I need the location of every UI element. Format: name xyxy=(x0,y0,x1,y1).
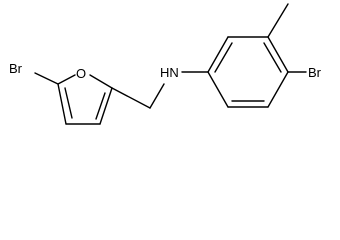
atom-nh: HN xyxy=(160,65,179,80)
bond-c1-c2-inner xyxy=(214,42,233,73)
bond-c3-c4-inner xyxy=(263,42,282,73)
bond-c2-c3-inner xyxy=(95,92,106,120)
molecule-structure: Br O HN Br xyxy=(9,3,322,125)
bond-c5-br xyxy=(34,72,59,85)
bond-methyl xyxy=(267,3,289,38)
bond-c2-c3 xyxy=(99,87,113,125)
bond-c5-o1 xyxy=(57,74,76,85)
atom-br-furan: Br xyxy=(9,61,23,76)
bond-c4-c5-inner xyxy=(64,87,73,119)
bond-o1-c2 xyxy=(89,74,113,89)
atom-o-furan: O xyxy=(76,66,86,81)
benzene-ring xyxy=(207,36,289,108)
bond-c1-c2 xyxy=(207,36,229,73)
bond-c3-c4 xyxy=(267,36,289,73)
bond-c4-c5 xyxy=(57,83,67,125)
bond-ch2-n xyxy=(149,83,165,109)
bond-c6-c1 xyxy=(207,71,229,108)
bond-c4-c5 xyxy=(267,71,289,108)
atom-br-phenyl: Br xyxy=(308,65,322,80)
bond-c2-ch2 xyxy=(111,87,151,109)
furan-ring xyxy=(57,74,113,125)
